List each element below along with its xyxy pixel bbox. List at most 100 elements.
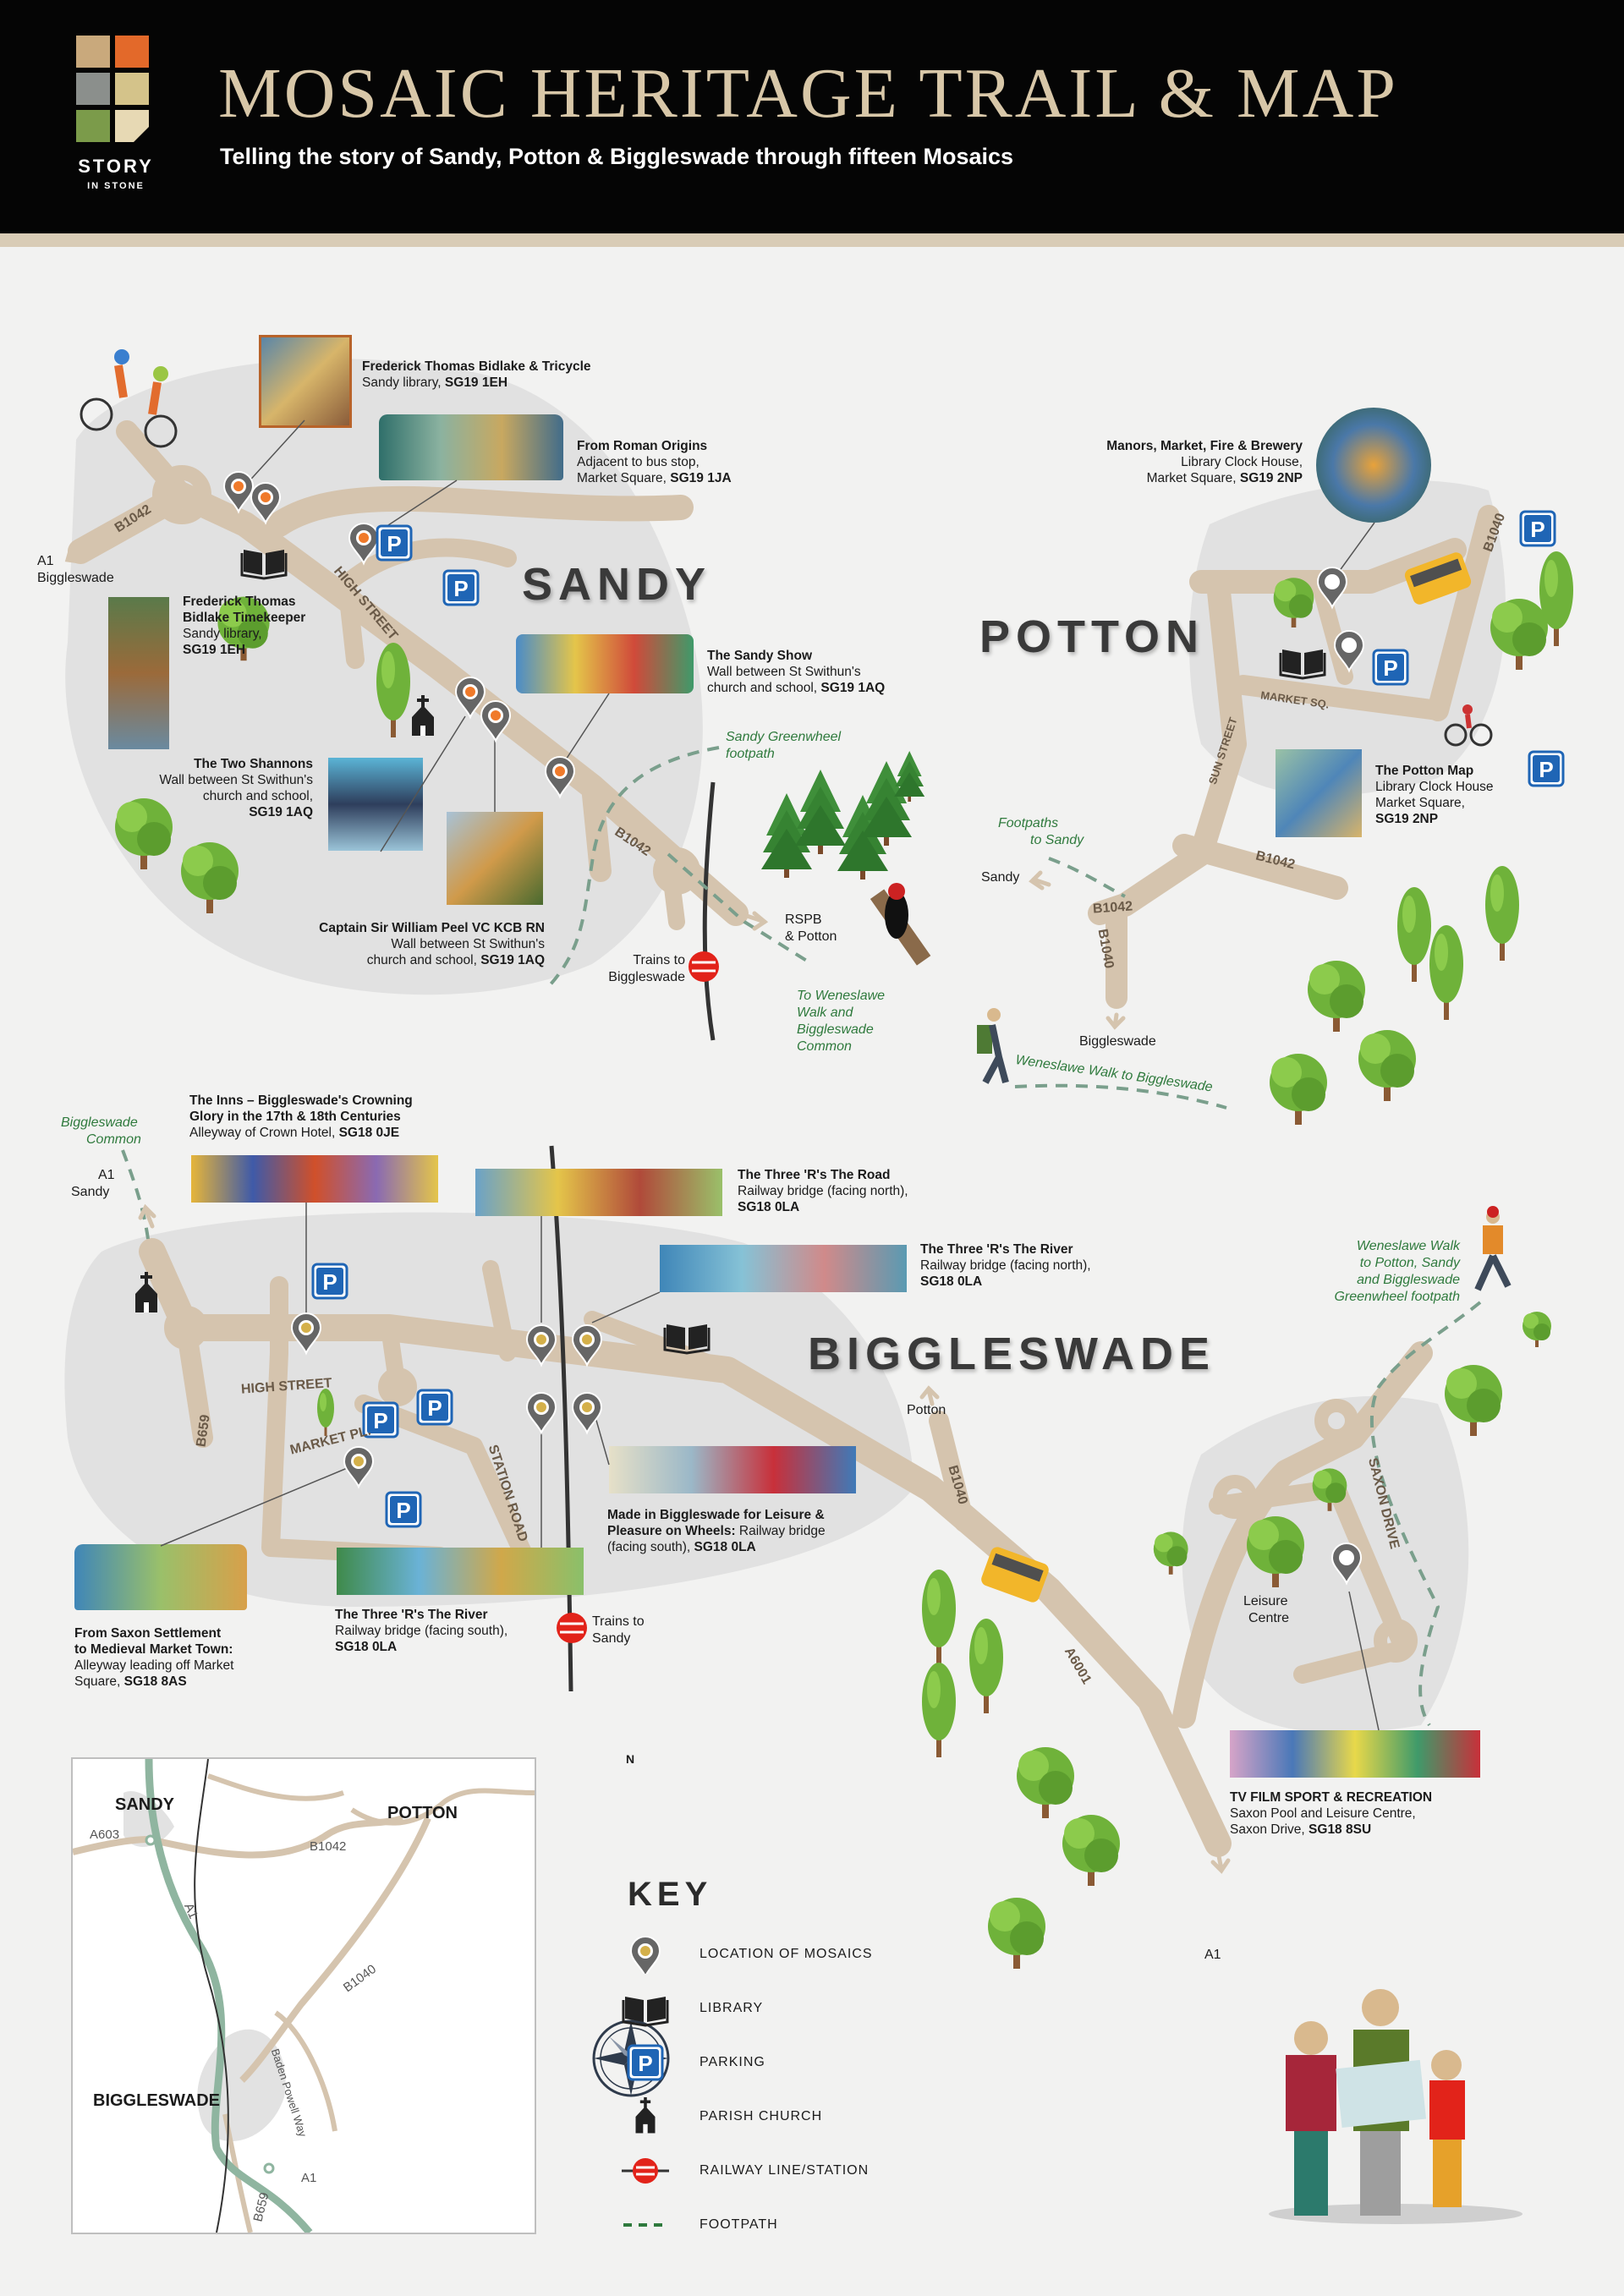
mosaic-marker-icon[interactable] <box>572 1324 602 1366</box>
mosaic-label-sandy-show[interactable]: The Sandy Show Wall between St Swithun's… <box>707 648 885 696</box>
key-item-library: LIBRARY <box>622 1989 977 2028</box>
mosaic-location: Market Square, <box>1375 796 1465 810</box>
trail-map: P <box>0 247 1624 2296</box>
place-label-potton: & Potton <box>785 929 837 944</box>
parking-icon[interactable] <box>311 1263 348 1300</box>
parking-icon[interactable] <box>376 524 413 562</box>
mosaic-marker-icon[interactable] <box>343 1446 374 1488</box>
key-label: LIBRARY <box>700 2001 764 2015</box>
mosaic-label-three-rs-road[interactable]: The Three 'R's The Road Railway bridge (… <box>738 1167 908 1215</box>
station-sandy-icon <box>689 951 719 982</box>
parking-icon[interactable] <box>1528 750 1565 787</box>
mosaic-title: Frederick Thomas Bidlake & Tricycle <box>362 359 591 374</box>
place-label-trains-sandy: Sandy <box>592 1631 631 1646</box>
parking-icon[interactable] <box>385 1491 422 1528</box>
mosaic-label-three-rs-river-north[interactable]: The Three 'R's The River Railway bridge … <box>920 1241 1091 1290</box>
header-bar: STORY IN STONE MOSAIC HERITAGE TRAIL & M… <box>0 0 1624 233</box>
mosaic-location: Wall between St Swithun's <box>391 937 545 951</box>
mosaic-title: Glory in the 17th & 18th Centuries <box>189 1110 401 1124</box>
story-in-stone-logo[interactable]: STORY IN STONE <box>66 36 166 201</box>
mosaic-image-leisure-wheels[interactable] <box>609 1446 856 1493</box>
mosaic-postcode: SG19 1AQ <box>480 953 545 967</box>
footpath-label-common: Common <box>86 1132 141 1147</box>
footpath-label-biggleswade: Biggleswade <box>61 1115 138 1130</box>
mosaic-marker-icon[interactable] <box>250 482 281 523</box>
town-label-sandy: SANDY <box>522 559 712 610</box>
mosaic-image-bidlake-tricycle[interactable] <box>259 335 352 428</box>
key-item-parking: PARKING <box>622 2043 977 2082</box>
mosaic-label-tv-film-sport[interactable]: TV FILM SPORT & RECREATION Saxon Pool an… <box>1230 1789 1432 1838</box>
mosaic-postcode: SG18 0LA <box>738 1200 800 1214</box>
mosaic-marker-icon[interactable] <box>572 1392 602 1433</box>
mosaic-image-sandy-show[interactable] <box>516 634 694 693</box>
mosaic-marker-icon[interactable] <box>455 677 486 718</box>
mosaic-marker-icon[interactable] <box>545 756 575 797</box>
mosaic-image-inns[interactable] <box>191 1155 438 1203</box>
mosaic-title: The Three 'R's The Road <box>738 1168 891 1182</box>
mosaic-label-inns[interactable]: The Inns – Biggleswade's Crowning Glory … <box>189 1093 413 1141</box>
mosaic-label-potton-map[interactable]: The Potton Map Library Clock House Marke… <box>1375 763 1494 827</box>
mosaic-marker-icon[interactable] <box>348 523 379 564</box>
mosaic-location: Saxon Pool and Leisure Centre, <box>1230 1806 1416 1821</box>
mosaic-title: Captain Sir William Peel VC KCB RN <box>319 921 545 935</box>
mosaic-marker-icon[interactable] <box>526 1392 557 1433</box>
place-label-trains-to: Trains to <box>592 1614 645 1629</box>
mosaic-image-tv-film-sport[interactable] <box>1230 1730 1480 1778</box>
mosaic-marker-icon[interactable] <box>526 1324 557 1366</box>
place-label-a1: A1 <box>37 554 54 568</box>
place-label-biggleswade: Biggleswade <box>37 571 114 585</box>
footpath-icon <box>623 2223 667 2227</box>
mosaic-image-bidlake-timekeeper[interactable] <box>108 597 169 749</box>
mosaic-title: The Three 'R's The River <box>920 1242 1073 1257</box>
mosaic-postcode: SG19 1AQ <box>249 805 313 819</box>
parking-icon[interactable] <box>1372 649 1409 686</box>
mosaic-marker-icon[interactable] <box>1334 630 1364 671</box>
mosaic-marker-icon[interactable] <box>223 471 254 512</box>
mosaic-label-bidlake-timekeeper[interactable]: Frederick Thomas Bidlake Timekeeper Sand… <box>183 594 305 658</box>
mosaic-postcode: SG18 0LA <box>694 1540 756 1554</box>
mosaic-image-saxon-settlement[interactable] <box>74 1544 247 1610</box>
mosaic-marker-icon[interactable] <box>1317 567 1347 608</box>
inset-locator-map[interactable]: SANDY POTTON BIGGLESWADE A603 B1042 A1 B… <box>71 1757 536 2234</box>
mosaic-image-three-rs-river-south[interactable] <box>337 1548 584 1595</box>
place-label-trains-to: Trains to <box>633 953 685 967</box>
mosaic-postcode: SG18 0LA <box>335 1640 398 1654</box>
compass-north-label: N <box>626 1752 635 1766</box>
mosaic-title: From Saxon Settlement <box>74 1626 222 1641</box>
mosaic-title: Made in Biggleswade for Leisure & <box>607 1508 825 1522</box>
place-label-biggleswade: Biggleswade <box>1079 1034 1156 1049</box>
mosaic-title: The Sandy Show <box>707 649 813 663</box>
mosaic-label-manors[interactable]: Manors, Market, Fire & Brewery Library C… <box>1037 438 1303 486</box>
mosaic-location: Wall between St Swithun's <box>707 665 861 679</box>
church-icon <box>412 695 434 736</box>
parking-icon[interactable] <box>442 569 480 606</box>
library-book-icon <box>663 1323 710 1355</box>
mosaic-image-potton-map[interactable] <box>1276 749 1362 837</box>
mosaic-marker-icon[interactable] <box>291 1312 321 1354</box>
mosaic-marker-icon[interactable] <box>480 700 511 742</box>
page-subtitle: Telling the story of Sandy, Potton & Big… <box>220 144 1014 169</box>
mosaic-location: church and school, <box>202 789 313 803</box>
footpath-label-sandy-greenwheel: Sandy Greenwheel <box>726 730 842 744</box>
mosaic-label-two-shannons[interactable]: The Two Shannons Wall between St Swithun… <box>127 756 313 820</box>
mosaic-label-three-rs-river-south[interactable]: The Three 'R's The River Railway bridge … <box>335 1607 508 1655</box>
mosaic-label-saxon-settlement[interactable]: From Saxon Settlement to Medieval Market… <box>74 1625 233 1690</box>
mosaic-title: Bidlake Timekeeper <box>183 611 306 625</box>
mosaic-image-three-rs-road[interactable] <box>475 1169 722 1216</box>
mosaic-label-roman-origins[interactable]: From Roman Origins Adjacent to bus stop,… <box>577 438 732 486</box>
mosaic-image-roman-origins[interactable] <box>379 414 563 480</box>
mosaic-title: TV FILM SPORT & RECREATION <box>1230 1790 1433 1805</box>
inset-label-sandy: SANDY <box>115 1795 175 1814</box>
mosaic-label-bidlake-tricycle[interactable]: Frederick Thomas Bidlake & Tricycle Sand… <box>362 359 591 391</box>
parking-icon[interactable] <box>1519 510 1556 547</box>
mosaic-postcode: SG18 8AS <box>123 1674 187 1689</box>
mosaic-label-william-peel[interactable]: Captain Sir William Peel VC KCB RN Wall … <box>264 920 545 968</box>
parking-icon[interactable] <box>416 1389 453 1426</box>
mosaic-marker-icon[interactable] <box>1331 1543 1362 1584</box>
mosaic-label-leisure-wheels[interactable]: Made in Biggleswade for Leisure & Pleasu… <box>607 1507 826 1555</box>
mosaic-image-three-rs-river-north[interactable] <box>660 1245 907 1292</box>
mosaic-location: Railway bridge (facing north), <box>738 1184 908 1198</box>
mosaic-title: The Potton Map <box>1375 764 1474 778</box>
mosaic-image-manors[interactable] <box>1316 408 1431 523</box>
place-label-leisure: Leisure <box>1243 1594 1288 1608</box>
